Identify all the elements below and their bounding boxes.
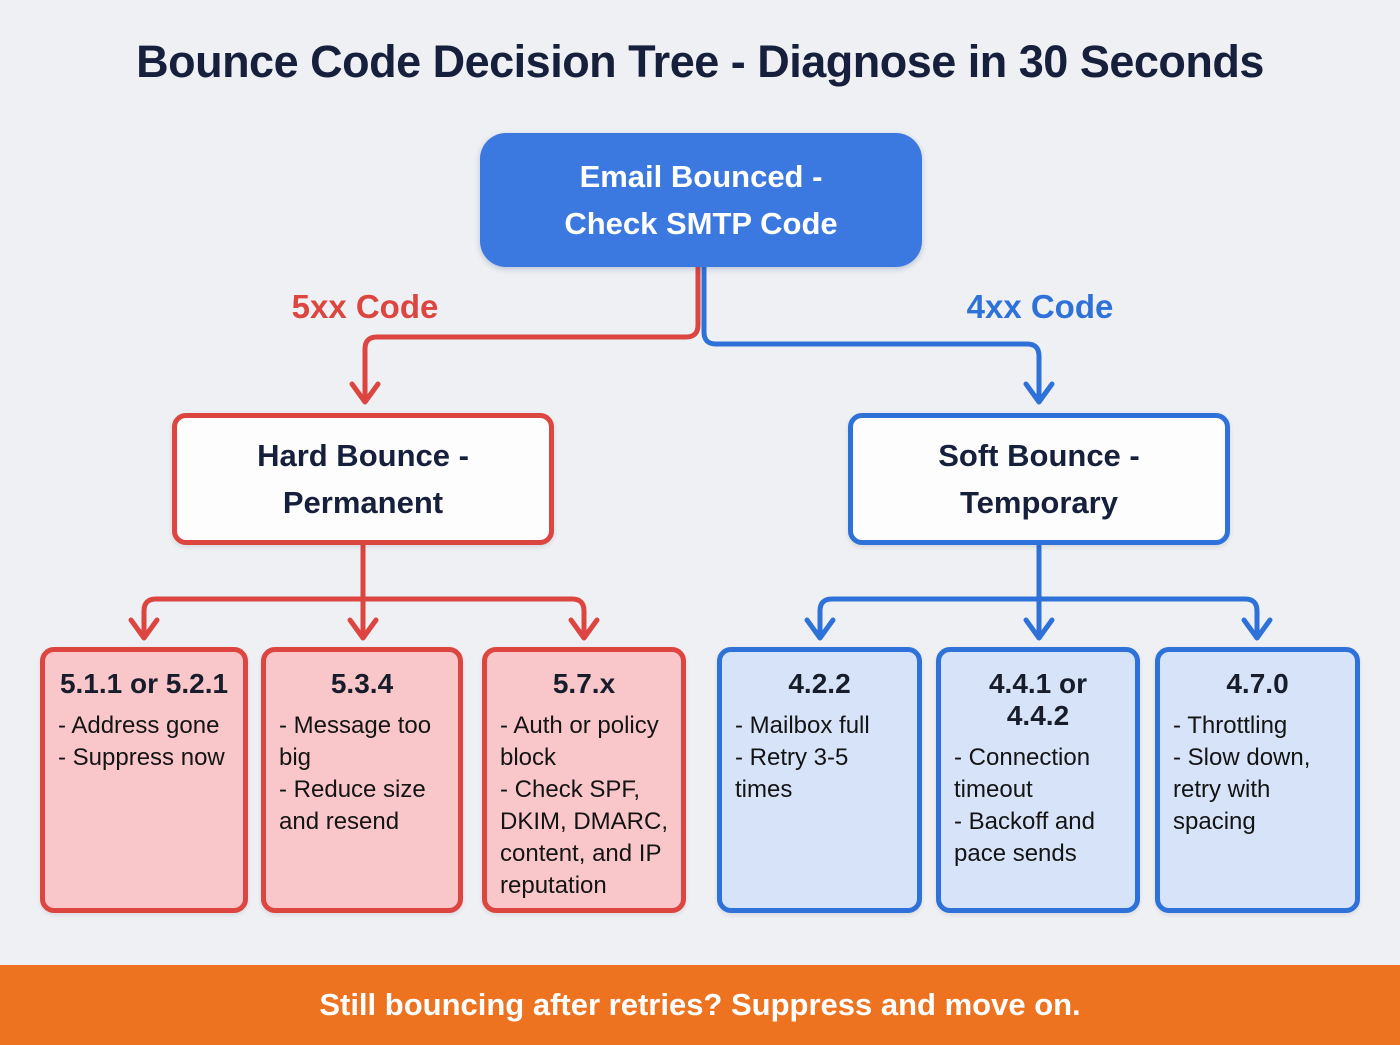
leaf-code: 5.3.4	[330, 668, 394, 699]
leaf-item: - Check SPF, DKIM, DMARC, content, and I…	[500, 775, 668, 899]
leaf-item: - Address gone	[58, 712, 220, 739]
branch-label-4xx: 4xx Code	[966, 288, 1114, 325]
node-soft-bounce: Soft Bounce - Temporary	[848, 413, 1230, 545]
leaf-code: 4.7.0	[1226, 668, 1289, 699]
arrow-down-icon	[1241, 617, 1273, 641]
leaf-item: - Connection timeout	[954, 744, 1091, 803]
connector-root-to-hard	[362, 263, 701, 399]
leaf-534: 5.3.4 - Message too big - Reduce size an…	[261, 647, 463, 913]
arrow-down-icon	[804, 617, 836, 641]
leaf-511-or-521: 5.1.1 or 5.2.1 - Address gone - Suppress…	[40, 647, 248, 913]
connector-root-to-soft	[701, 263, 1042, 399]
leaf-441-or-442: 4.4.1 or 4.4.2 - Connection timeout - Ba…	[936, 647, 1140, 913]
leaf-code: 4.4.1 or 4.4.2	[988, 668, 1088, 731]
leaf-item: - Throttling	[1173, 712, 1288, 739]
leaf-57x: 5.7.x - Auth or policy block - Check SPF…	[482, 647, 686, 913]
arrow-down-icon	[349, 381, 381, 405]
arrow-down-icon	[1023, 381, 1055, 405]
leaf-item: - Auth or policy block	[500, 712, 659, 771]
node-text-line: Check SMTP Code	[564, 206, 838, 241]
leaf-code: 5.7.x	[552, 668, 616, 699]
node-hard-bounce: Hard Bounce - Permanent	[172, 413, 554, 545]
arrow-down-icon	[347, 617, 379, 641]
leaf-item: - Backoff and pace sends	[954, 807, 1095, 867]
node-text-line: Temporary	[960, 485, 1118, 520]
footer-text: Still bouncing after retries? Suppress a…	[319, 987, 1081, 1022]
branch-label-5xx: 5xx Code	[291, 288, 439, 325]
node-email-bounced: Email Bounced - Check SMTP Code	[480, 133, 922, 267]
leaf-item: - Mailbox full	[735, 712, 870, 739]
leaf-item: - Suppress now	[58, 743, 225, 771]
arrow-down-icon	[1023, 617, 1055, 641]
page-title: Bounce Code Decision Tree - Diagnose in …	[136, 36, 1264, 87]
leaf-item: - Reduce size and resend	[279, 775, 426, 835]
leaf-item: - Slow down, retry with spacing	[1173, 743, 1311, 835]
leaf-code: 4.2.2	[788, 668, 851, 699]
connector-hard-bar	[141, 596, 587, 637]
leaf-item: - Retry 3-5 times	[735, 743, 849, 803]
arrow-down-icon	[128, 617, 160, 641]
arrow-down-icon	[568, 617, 600, 641]
leaf-422: 4.2.2 - Mailbox full - Retry 3-5 times	[717, 647, 922, 913]
footer-banner: Still bouncing after retries? Suppress a…	[0, 965, 1400, 1045]
node-text-line: Permanent	[282, 485, 444, 520]
leaf-code: 5.1.1 or 5.2.1	[59, 668, 229, 699]
leaf-item: - Message too big	[279, 712, 432, 771]
node-text-line: Hard Bounce -	[257, 437, 469, 473]
connector-soft-bar	[817, 596, 1260, 637]
node-text-line: Soft Bounce -	[938, 437, 1140, 473]
leaf-470: 4.7.0 - Throttling - Slow down, retry wi…	[1155, 647, 1360, 913]
node-text-line: Email Bounced -	[579, 158, 823, 194]
